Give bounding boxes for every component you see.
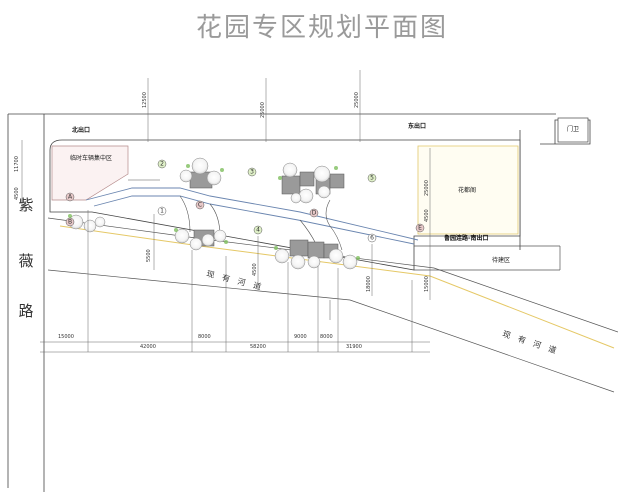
- marker-e: E: [418, 225, 422, 232]
- marker-c: C: [198, 202, 202, 209]
- dim-left-1: 11700: [14, 156, 20, 172]
- flower-shop-area: [417, 145, 519, 235]
- flower-shop-label: 花都阁: [458, 186, 476, 194]
- pending-label: 待建区: [492, 256, 510, 264]
- dim-bot-b2: 58200: [250, 344, 266, 350]
- dim-right-1: 25000: [424, 180, 430, 196]
- river-1-char-1: 现: [206, 269, 216, 280]
- river-2-char-1: 现: [501, 329, 511, 340]
- dim-mid-2: 4500: [252, 263, 258, 276]
- dim-top-1: 12500: [142, 92, 148, 108]
- river-2-char-4: 道: [547, 343, 558, 355]
- north-entrance-label: 北出口: [72, 126, 90, 134]
- marker-4: 4: [256, 227, 260, 234]
- dim-bot-b1: 42000: [140, 344, 156, 350]
- marker-a: A: [68, 194, 73, 201]
- dim-bot-a1: 15000: [58, 334, 74, 340]
- guard-label: 门卫: [567, 125, 579, 133]
- garden-block: [49, 139, 521, 271]
- dim-right-2: 4500: [424, 209, 430, 222]
- dim-bot-a3: 9000: [294, 334, 307, 340]
- dim-mid-3: 18000: [366, 276, 372, 292]
- dim-bot-b3: 31900: [346, 344, 362, 350]
- marker-b: B: [68, 219, 72, 226]
- dimension-values: 12500 25000 25000 11700 4500 5500 4500 1…: [14, 92, 430, 350]
- road-name-char-3: 路: [18, 302, 33, 320]
- marker-2: 2: [160, 161, 164, 168]
- road-name: 紫 薇 路: [18, 196, 33, 320]
- marker-3: 3: [250, 169, 254, 176]
- dim-bot-a4: 8000: [320, 334, 333, 340]
- river-label-2: 现 有 河 道: [501, 329, 558, 355]
- river-2-char-3: 河: [532, 338, 543, 350]
- marker-5: 5: [370, 175, 374, 182]
- shrubs: [68, 164, 360, 260]
- dim-mid-1: 5500: [146, 249, 152, 262]
- dim-top-2: 25000: [260, 102, 266, 118]
- east-entrance-label: 东出口: [408, 122, 426, 130]
- river-1-char-4: 道: [252, 280, 262, 292]
- zone-markers: A B C D E 1 2 3 4 5 6: [65, 159, 425, 243]
- dim-right-3: 15000: [424, 276, 430, 292]
- marker-1: 1: [160, 208, 164, 215]
- parking-area: [51, 145, 129, 201]
- parking-label: 临时车辆集中区: [70, 154, 112, 162]
- road-name-char-2: 薇: [18, 252, 33, 270]
- river-2-char-2: 有: [517, 333, 528, 345]
- dim-top-3: 25000: [354, 92, 360, 108]
- dim-left-2: 4500: [14, 187, 20, 200]
- south-entrance-label: 鲁园连路-南出口: [444, 234, 489, 242]
- plan-title: 花园专区规划平面图: [196, 13, 448, 43]
- dimension-lines: [21, 70, 431, 353]
- east-road: [414, 245, 561, 271]
- marker-d: D: [312, 210, 317, 217]
- road-name-char-1: 紫: [18, 196, 33, 214]
- dim-bot-a2: 8000: [198, 334, 211, 340]
- guard-box: [557, 117, 589, 143]
- central-walkway: [85, 187, 419, 245]
- river-1-char-3: 河: [237, 276, 247, 288]
- trees: [68, 157, 358, 270]
- marker-6: 6: [370, 235, 374, 242]
